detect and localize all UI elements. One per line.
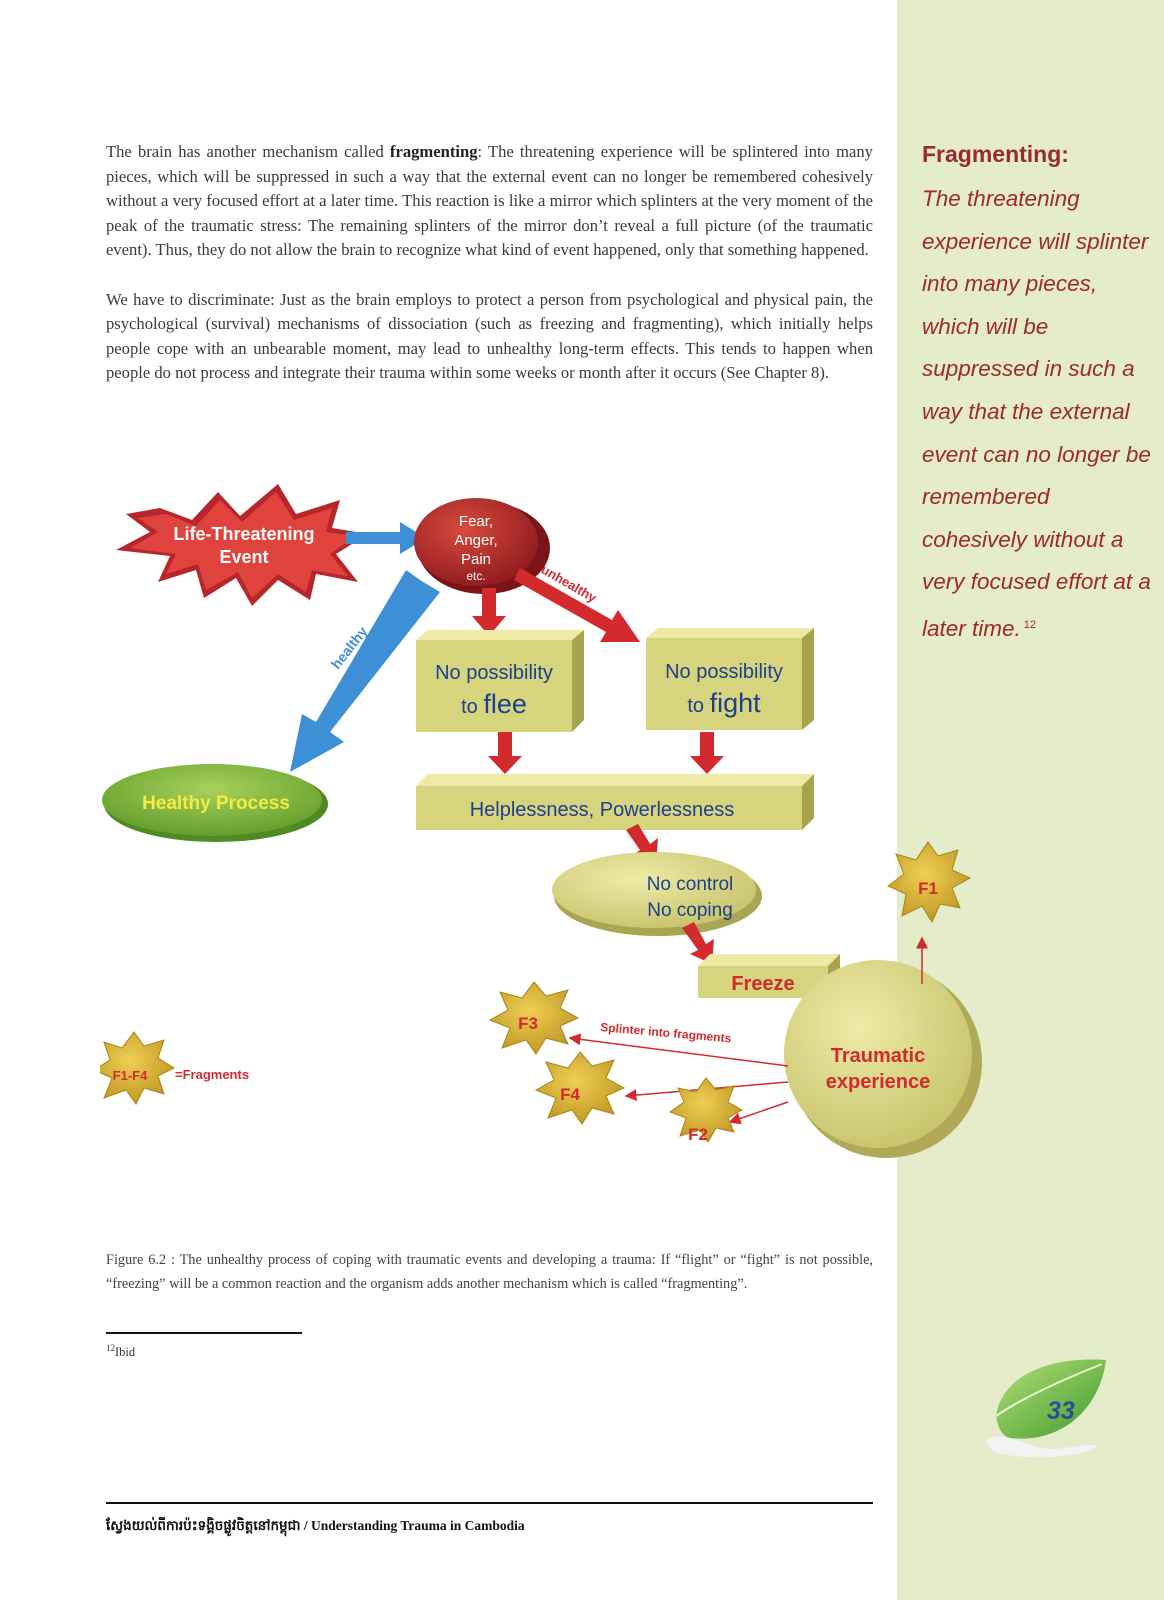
- fragment-f2: [668, 1077, 744, 1143]
- fear-emotion-ellipse: [414, 498, 550, 594]
- fight-line1: No possibility: [665, 661, 783, 683]
- footer-divider: [106, 1502, 873, 1504]
- fragment-f4: [534, 1051, 626, 1125]
- figure-caption: Figure 6.2 : The unhealthy process of co…: [106, 1252, 873, 1292]
- traumatic-line1: Traumatic: [831, 1045, 925, 1067]
- fight-line2: to fight: [687, 688, 761, 718]
- sidebar-heading: Fragmenting:: [922, 141, 1069, 167]
- fear-line2: Anger,: [454, 532, 497, 549]
- sidebar-quote-text: The threatening experience will splinter…: [922, 186, 1151, 641]
- fragment-f3: [488, 981, 580, 1055]
- arrow-event-to-fear: [346, 522, 426, 554]
- fear-line1: Fear,: [459, 513, 493, 530]
- trauma-process-diagram: Life-Threatening Event Fear, Anger, Pain…: [100, 484, 982, 1158]
- running-footer: ស្វែងយល់ពីការប៉ះទង្គិចផ្លូវចិត្តនៅកម្ពុជ…: [106, 1518, 525, 1533]
- legend-fragment-icon: [100, 1031, 176, 1105]
- legend-text: =Fragments: [175, 1067, 249, 1082]
- traumatic-line2: experience: [826, 1071, 931, 1093]
- fight-box: [646, 628, 814, 730]
- sidebar-panel: [897, 0, 1164, 1600]
- flee-box: [416, 630, 584, 732]
- paragraph-fragmenting: The brain has another mechanism called f…: [106, 142, 873, 260]
- sidebar-footnote-ref: 12: [1023, 618, 1037, 631]
- healthy-process-ellipse: [102, 764, 328, 842]
- control-line2: No coping: [647, 900, 733, 921]
- footnote: 12Ibid: [106, 1343, 135, 1360]
- arrow-flee-to-helpless: [488, 732, 522, 774]
- control-line1: No control: [647, 874, 734, 895]
- arrow-fear-to-flee: [472, 588, 506, 636]
- arrow-healthy: [290, 570, 440, 772]
- traumatic-experience-circle: [784, 960, 982, 1158]
- healthy-process-label: Healthy Process: [142, 793, 290, 814]
- footnote-divider: [106, 1332, 302, 1334]
- leaf-icon: [987, 1359, 1106, 1458]
- arrow-to-f2: [728, 1101, 789, 1125]
- life-threatening-event-shape: [116, 484, 368, 606]
- flee-line2: to flee: [461, 689, 527, 719]
- arrow-to-f3: [568, 1033, 789, 1067]
- fragment-f1: [887, 841, 972, 924]
- term-fragmenting: fragmenting: [389, 142, 478, 161]
- life-event-line2: Event: [219, 547, 268, 567]
- no-control-ellipse: [552, 852, 762, 936]
- legend-key: F1-F4: [113, 1068, 148, 1083]
- fear-line3: Pain: [461, 551, 491, 568]
- fragment-f1-label: F1: [918, 879, 938, 898]
- fragment-f4-label: F4: [560, 1085, 580, 1104]
- life-event-line1: Life-Threatening: [173, 524, 314, 544]
- arrow-control-to-freeze: [682, 922, 714, 964]
- freeze-label: Freeze: [731, 973, 794, 995]
- fragment-f2-label: F2: [688, 1125, 708, 1144]
- sidebar-pull-quote: The threatening experience will splinter…: [922, 178, 1154, 651]
- footnote-text: Ibid: [115, 1345, 136, 1360]
- body-text: The brain has another mechanism called f…: [106, 140, 873, 411]
- arrow-fight-to-helpless: [690, 732, 724, 774]
- paragraph-discriminate: We have to discriminate: Just as the bra…: [106, 289, 873, 383]
- helplessness-label: Helplessness, Powerlessness: [470, 799, 735, 821]
- footnote-number: 12: [106, 1343, 115, 1353]
- fragment-f3-label: F3: [518, 1014, 538, 1033]
- freeze-box: [698, 954, 840, 998]
- splinter-label: Splinter into fragments: [600, 1020, 732, 1045]
- page-number: 33: [1047, 1397, 1075, 1425]
- flee-line1: No possibility: [435, 662, 553, 684]
- helplessness-box: [416, 774, 814, 830]
- fear-line4: etc.: [466, 569, 485, 583]
- arrow-unhealthy: [514, 568, 640, 642]
